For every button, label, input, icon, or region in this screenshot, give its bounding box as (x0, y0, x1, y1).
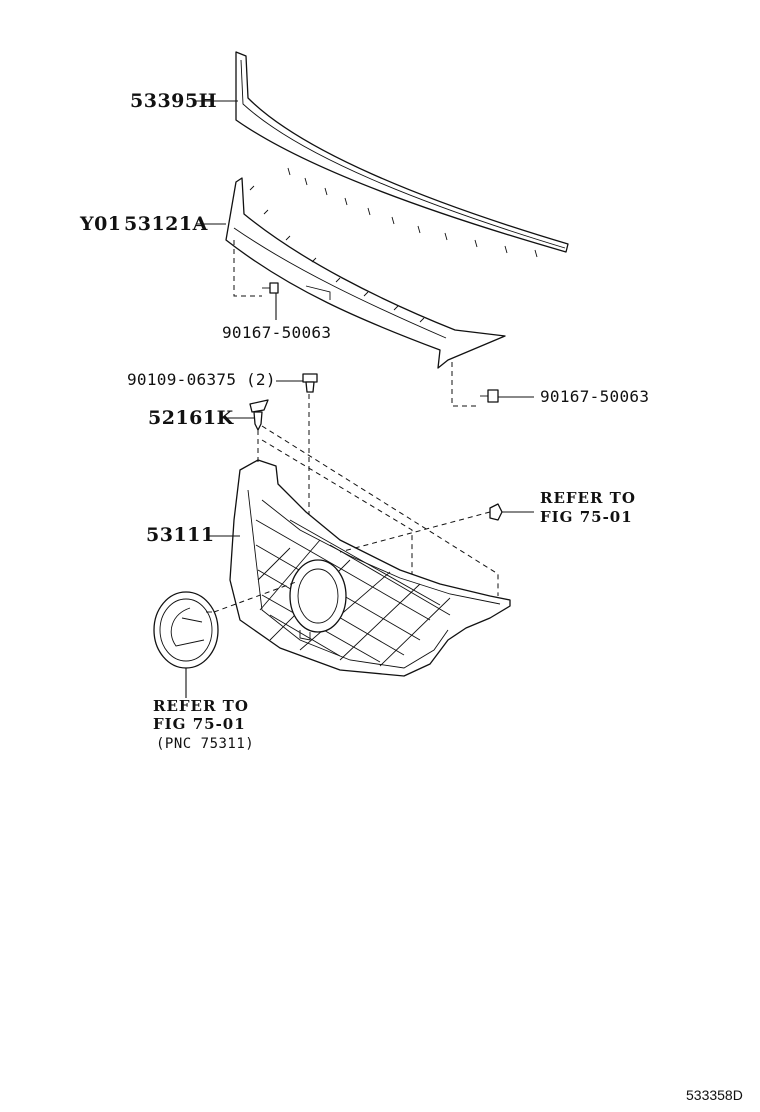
assembly-dashed-lines (213, 240, 499, 613)
label-lower-molding[interactable]: 53121A (124, 213, 208, 235)
label-clip[interactable]: 52161K (148, 407, 234, 429)
label-bolt[interactable]: 90109-06375 (127, 370, 237, 389)
grille-part[interactable] (229, 459, 511, 677)
bolt-part[interactable] (302, 373, 318, 393)
upper-molding-part[interactable] (235, 51, 569, 258)
label-refer-emblem-line2[interactable]: FIG 75-01 (153, 715, 246, 733)
upper-screw-part[interactable] (262, 282, 279, 294)
right-nut-part[interactable] (489, 503, 503, 521)
label-lower-molding-prefix[interactable]: Y01 (80, 213, 122, 235)
right-screw-part[interactable] (480, 389, 499, 403)
lower-molding-part[interactable] (225, 177, 506, 369)
diagram-id: 533358D (686, 1087, 743, 1103)
label-refer-right-line2[interactable]: FIG 75-01 (540, 508, 633, 526)
leader-lines (185, 100, 534, 698)
label-refer-emblem-line1[interactable]: REFER TO (153, 697, 249, 715)
clip-part[interactable] (249, 399, 269, 431)
label-refer-emblem-line3: (PNC 75311) (156, 736, 255, 752)
label-upper-screw[interactable]: 90167-50063 (222, 323, 332, 342)
label-grille[interactable]: 53111 (146, 524, 215, 546)
emblem-part[interactable] (153, 591, 219, 669)
label-upper-molding[interactable]: 53395H (130, 90, 218, 112)
label-bolt-qty: (2) (246, 370, 276, 389)
label-refer-right-line1[interactable]: REFER TO (540, 489, 636, 507)
label-right-screw[interactable]: 90167-50063 (540, 387, 650, 406)
